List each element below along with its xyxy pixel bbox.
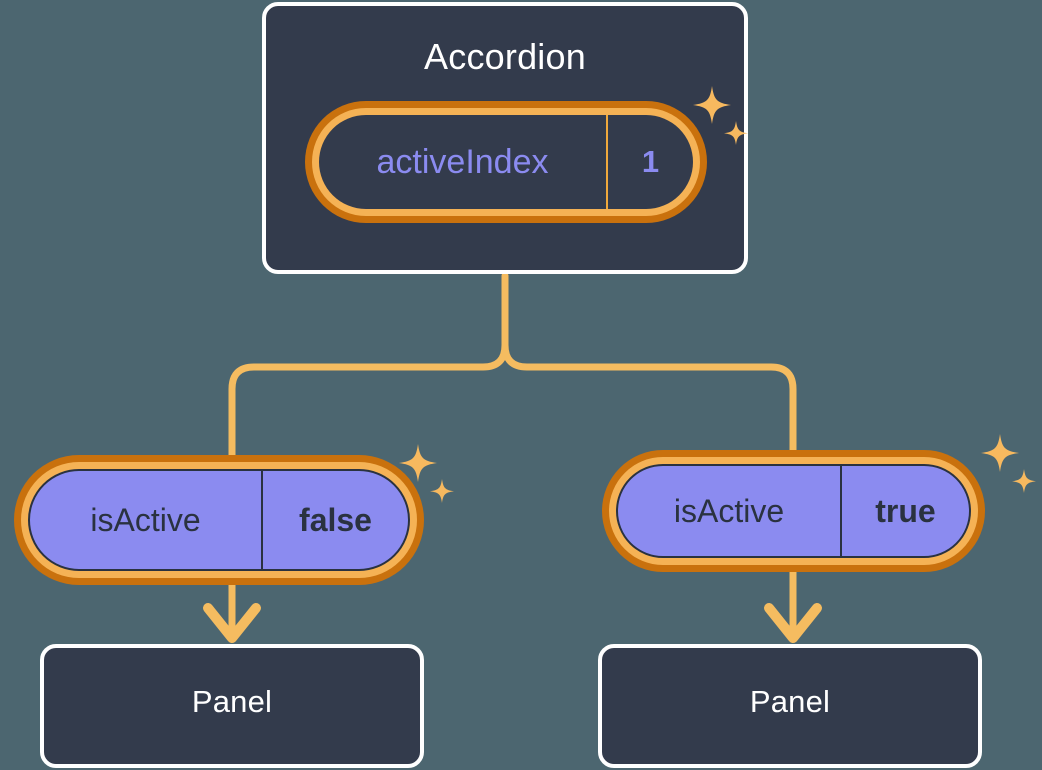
panel-node-right[interactable]: Panel bbox=[598, 644, 982, 768]
state-value-active-index: 1 bbox=[606, 115, 693, 209]
panel-title-right: Panel bbox=[749, 684, 831, 719]
pill-inner-ring: activeIndex 1 bbox=[312, 108, 700, 216]
sparkle-group-right-pill bbox=[981, 434, 1036, 493]
state-pill-is-active-right[interactable]: isActive true bbox=[602, 450, 985, 572]
accordion-title: Accordion bbox=[424, 36, 586, 77]
pill-inner-ring: isActive true bbox=[609, 457, 978, 565]
state-pill-active-index[interactable]: activeIndex 1 bbox=[305, 101, 707, 223]
pill-inner-ring: isActive false bbox=[21, 462, 417, 578]
arrow-down-icon-right bbox=[764, 603, 822, 643]
panel-title-left: Panel bbox=[191, 684, 273, 719]
sparkle-small-icon bbox=[430, 479, 454, 503]
pill-core: isActive false bbox=[28, 469, 410, 571]
wire-root-to-right bbox=[501, 272, 797, 454]
pill-core: activeIndex 1 bbox=[319, 115, 693, 209]
arrow-down-icon-left bbox=[203, 603, 261, 643]
state-pill-is-active-left[interactable]: isActive false bbox=[14, 455, 424, 585]
state-value-is-active-right: true bbox=[840, 466, 969, 556]
panel-node-left[interactable]: Panel bbox=[40, 644, 424, 768]
state-value-is-active-left: false bbox=[261, 471, 408, 569]
sparkle-small-icon bbox=[1012, 469, 1036, 493]
pill-core: isActive true bbox=[616, 464, 971, 558]
state-key-is-active-right: isActive bbox=[673, 492, 785, 529]
sparkle-large-icon bbox=[981, 434, 1019, 472]
state-key-active-index: activeIndex bbox=[376, 142, 549, 181]
state-key-is-active-left: isActive bbox=[90, 501, 201, 538]
wire-root-to-left bbox=[228, 272, 509, 459]
